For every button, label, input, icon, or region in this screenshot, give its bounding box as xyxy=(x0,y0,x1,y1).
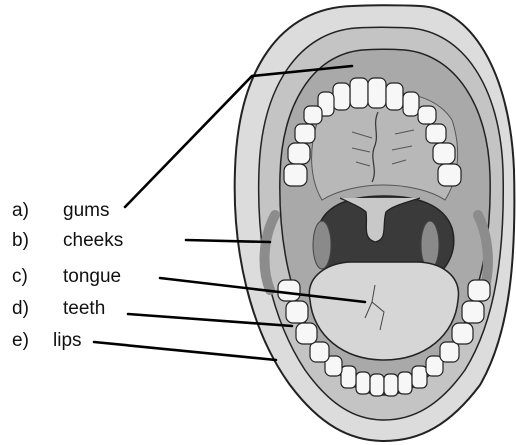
lower-molar xyxy=(286,301,308,323)
lower-incisor xyxy=(384,374,398,396)
label-lips: e) lips xyxy=(0,330,100,354)
lower-molar xyxy=(462,301,484,323)
leader-line-lips xyxy=(94,342,276,360)
lower-premolar xyxy=(440,342,459,362)
label-letter: a) xyxy=(12,200,29,222)
upper-incisor xyxy=(386,83,403,110)
lower-canine xyxy=(341,366,356,388)
lower-molar xyxy=(296,323,317,344)
label-text: tongue xyxy=(63,266,121,288)
label-cheeks: b) cheeks xyxy=(0,230,180,254)
upper-molar xyxy=(284,164,307,186)
upper-canine xyxy=(403,92,419,116)
label-gums: a) gums xyxy=(0,200,140,224)
upper-incisor xyxy=(333,83,350,110)
upper-molar xyxy=(288,143,310,164)
lower-incisor xyxy=(398,372,412,394)
upper-premolar xyxy=(418,106,436,124)
label-text: cheeks xyxy=(63,230,123,252)
lower-canine xyxy=(412,366,427,388)
upper-incisor xyxy=(350,78,368,108)
label-teeth: d) teeth xyxy=(0,298,130,322)
upper-molar xyxy=(433,143,455,164)
lower-incisor xyxy=(370,374,384,396)
lower-molar xyxy=(452,323,473,344)
left-tonsil xyxy=(313,221,331,269)
label-text: gums xyxy=(63,200,109,222)
label-letter: b) xyxy=(12,230,29,252)
upper-incisor xyxy=(368,78,386,108)
upper-molar xyxy=(438,164,461,186)
label-tongue: c) tongue xyxy=(0,266,160,290)
lower-incisor xyxy=(356,372,370,394)
label-text: teeth xyxy=(63,298,105,320)
label-letter: c) xyxy=(12,266,28,288)
label-letter: e) xyxy=(12,330,29,352)
label-text: lips xyxy=(53,330,82,352)
upper-premolar xyxy=(295,124,315,143)
upper-premolar xyxy=(304,106,322,124)
lower-molar xyxy=(468,280,490,301)
label-letter: d) xyxy=(12,298,29,320)
lower-molar xyxy=(278,280,300,301)
upper-premolar xyxy=(426,124,446,143)
lower-premolar xyxy=(310,342,329,362)
